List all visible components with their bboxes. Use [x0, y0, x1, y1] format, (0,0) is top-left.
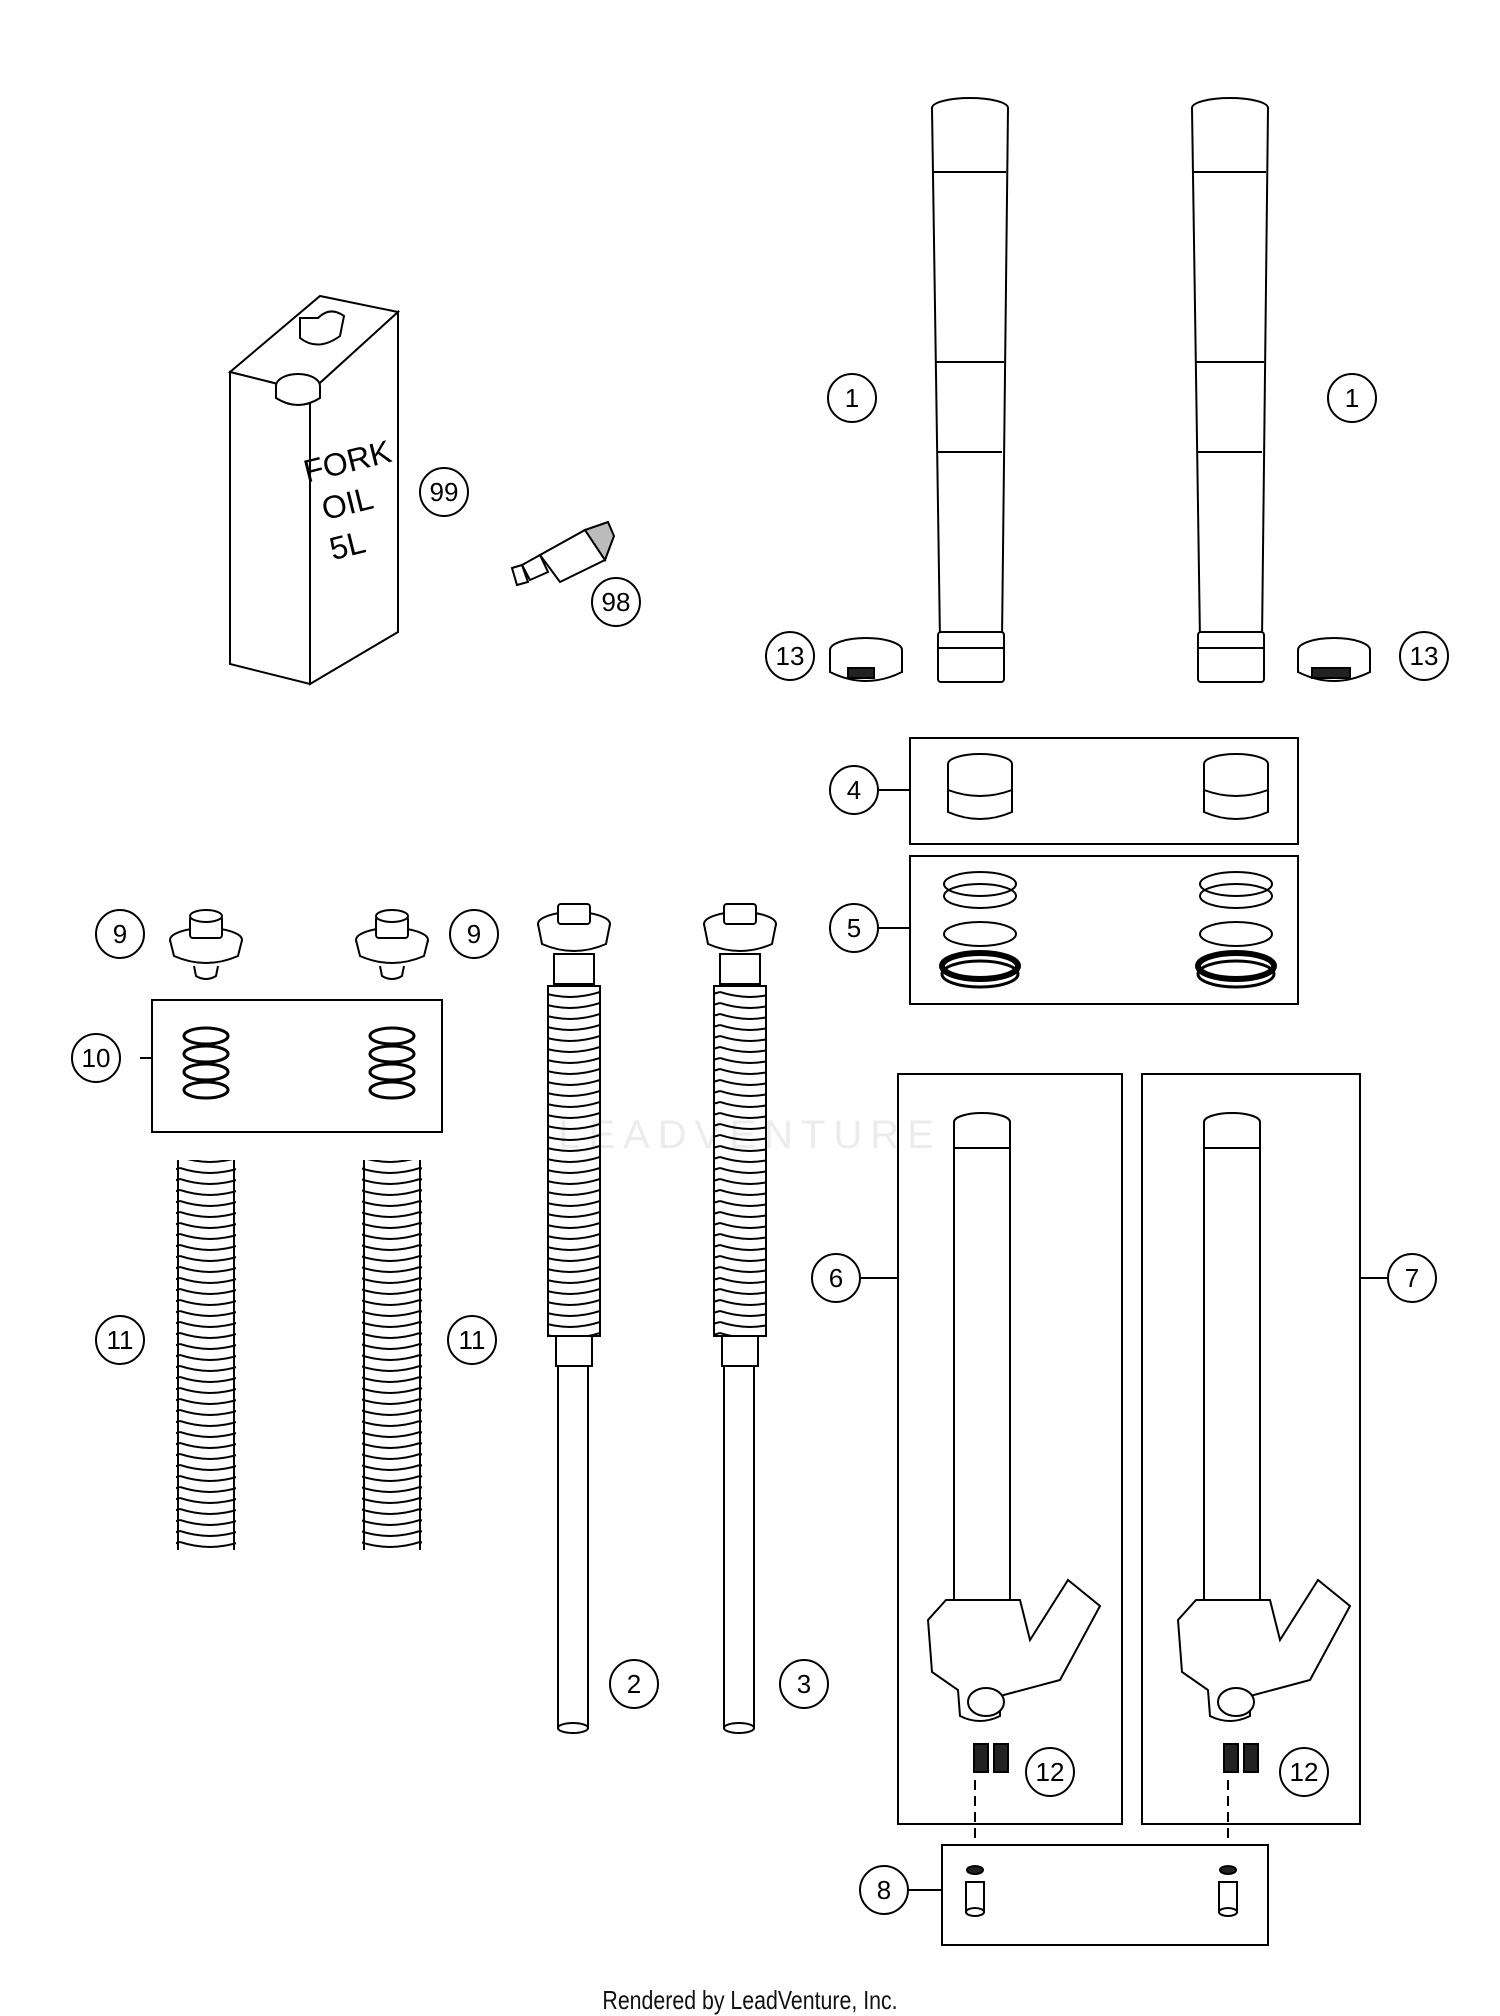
spacer-spring-right — [368, 1026, 416, 1100]
svg-text:13: 13 — [1410, 641, 1439, 671]
axle-pin-left — [965, 1865, 985, 1917]
svg-text:12: 12 — [1290, 1757, 1319, 1787]
callout-10: 10 — [71, 1033, 121, 1083]
fork-spring-right — [362, 1160, 422, 1550]
svg-text:10: 10 — [82, 1043, 111, 1073]
clamp-ring-left — [829, 637, 903, 682]
oil-can-line-3: 5L — [326, 524, 369, 568]
callout-5: 5 — [829, 903, 879, 953]
fork-oil-can — [227, 294, 401, 686]
box-lower-leg-left — [897, 1073, 1123, 1825]
callout-11-left: 11 — [95, 1315, 145, 1365]
svg-text:99: 99 — [430, 477, 459, 507]
fork-spring-left — [176, 1160, 236, 1550]
seal-set-right — [1195, 871, 1277, 989]
callout-9-left: 9 — [95, 909, 145, 959]
bushing-left — [947, 753, 1013, 820]
svg-text:12: 12 — [1036, 1757, 1065, 1787]
callout-99: 99 — [419, 467, 469, 517]
svg-text:5: 5 — [847, 913, 861, 943]
callout-4: 4 — [829, 765, 879, 815]
clamp-ring-right — [1297, 637, 1371, 682]
seal-set-left — [939, 871, 1021, 989]
callout-13-right: 13 — [1399, 631, 1449, 681]
callout-1-right: 1 — [1327, 373, 1377, 423]
callout-3: 3 — [779, 1659, 829, 1709]
callout-1-left: 1 — [827, 373, 877, 423]
box-spacer-springs — [151, 999, 443, 1133]
damping-cartridge-right — [703, 903, 777, 1734]
svg-text:98: 98 — [602, 587, 631, 617]
callout-8: 8 — [859, 1865, 909, 1915]
box-axle-pins — [941, 1844, 1269, 1946]
callout-98: 98 — [591, 577, 641, 627]
svg-text:13: 13 — [776, 641, 805, 671]
footer-credit: Rendered by LeadVenture, Inc. — [602, 1985, 898, 2015]
callout-13-left: 13 — [765, 631, 815, 681]
spacer-spring-left — [182, 1026, 230, 1100]
leader-lines — [140, 789, 1388, 1891]
box-seals — [909, 855, 1299, 1005]
callout-2: 2 — [609, 1659, 659, 1709]
callout-11-right: 11 — [447, 1315, 497, 1365]
fork-cap-right — [355, 909, 429, 980]
outer-tube-left — [931, 97, 1009, 683]
outer-tube-right — [1191, 97, 1269, 683]
svg-text:9: 9 — [113, 919, 127, 949]
svg-text:9: 9 — [467, 919, 481, 949]
svg-text:6: 6 — [829, 1263, 843, 1293]
callout-9-right: 9 — [449, 909, 499, 959]
svg-text:8: 8 — [877, 1875, 891, 1905]
svg-text:2: 2 — [627, 1669, 641, 1699]
callout-12-right: 12 — [1279, 1747, 1329, 1797]
svg-text:1: 1 — [845, 383, 859, 413]
callout-7: 7 — [1387, 1253, 1437, 1303]
callout-12-left: 12 — [1025, 1747, 1075, 1797]
svg-text:4: 4 — [847, 775, 861, 805]
bushing-right — [1203, 753, 1269, 820]
lower-leg-left — [926, 1112, 1102, 1773]
svg-text:7: 7 — [1405, 1263, 1419, 1293]
grease-tube — [510, 520, 616, 587]
callout-6: 6 — [811, 1253, 861, 1303]
box-lower-leg-right — [1141, 1073, 1361, 1825]
lower-leg-right — [1176, 1112, 1352, 1773]
svg-text:1: 1 — [1345, 383, 1359, 413]
svg-text:11: 11 — [459, 1325, 486, 1355]
axle-pin-right — [1218, 1865, 1238, 1917]
fork-cap-left — [169, 909, 243, 980]
svg-text:3: 3 — [797, 1669, 811, 1699]
damping-cartridge-left — [537, 903, 611, 1734]
svg-text:11: 11 — [107, 1325, 134, 1355]
